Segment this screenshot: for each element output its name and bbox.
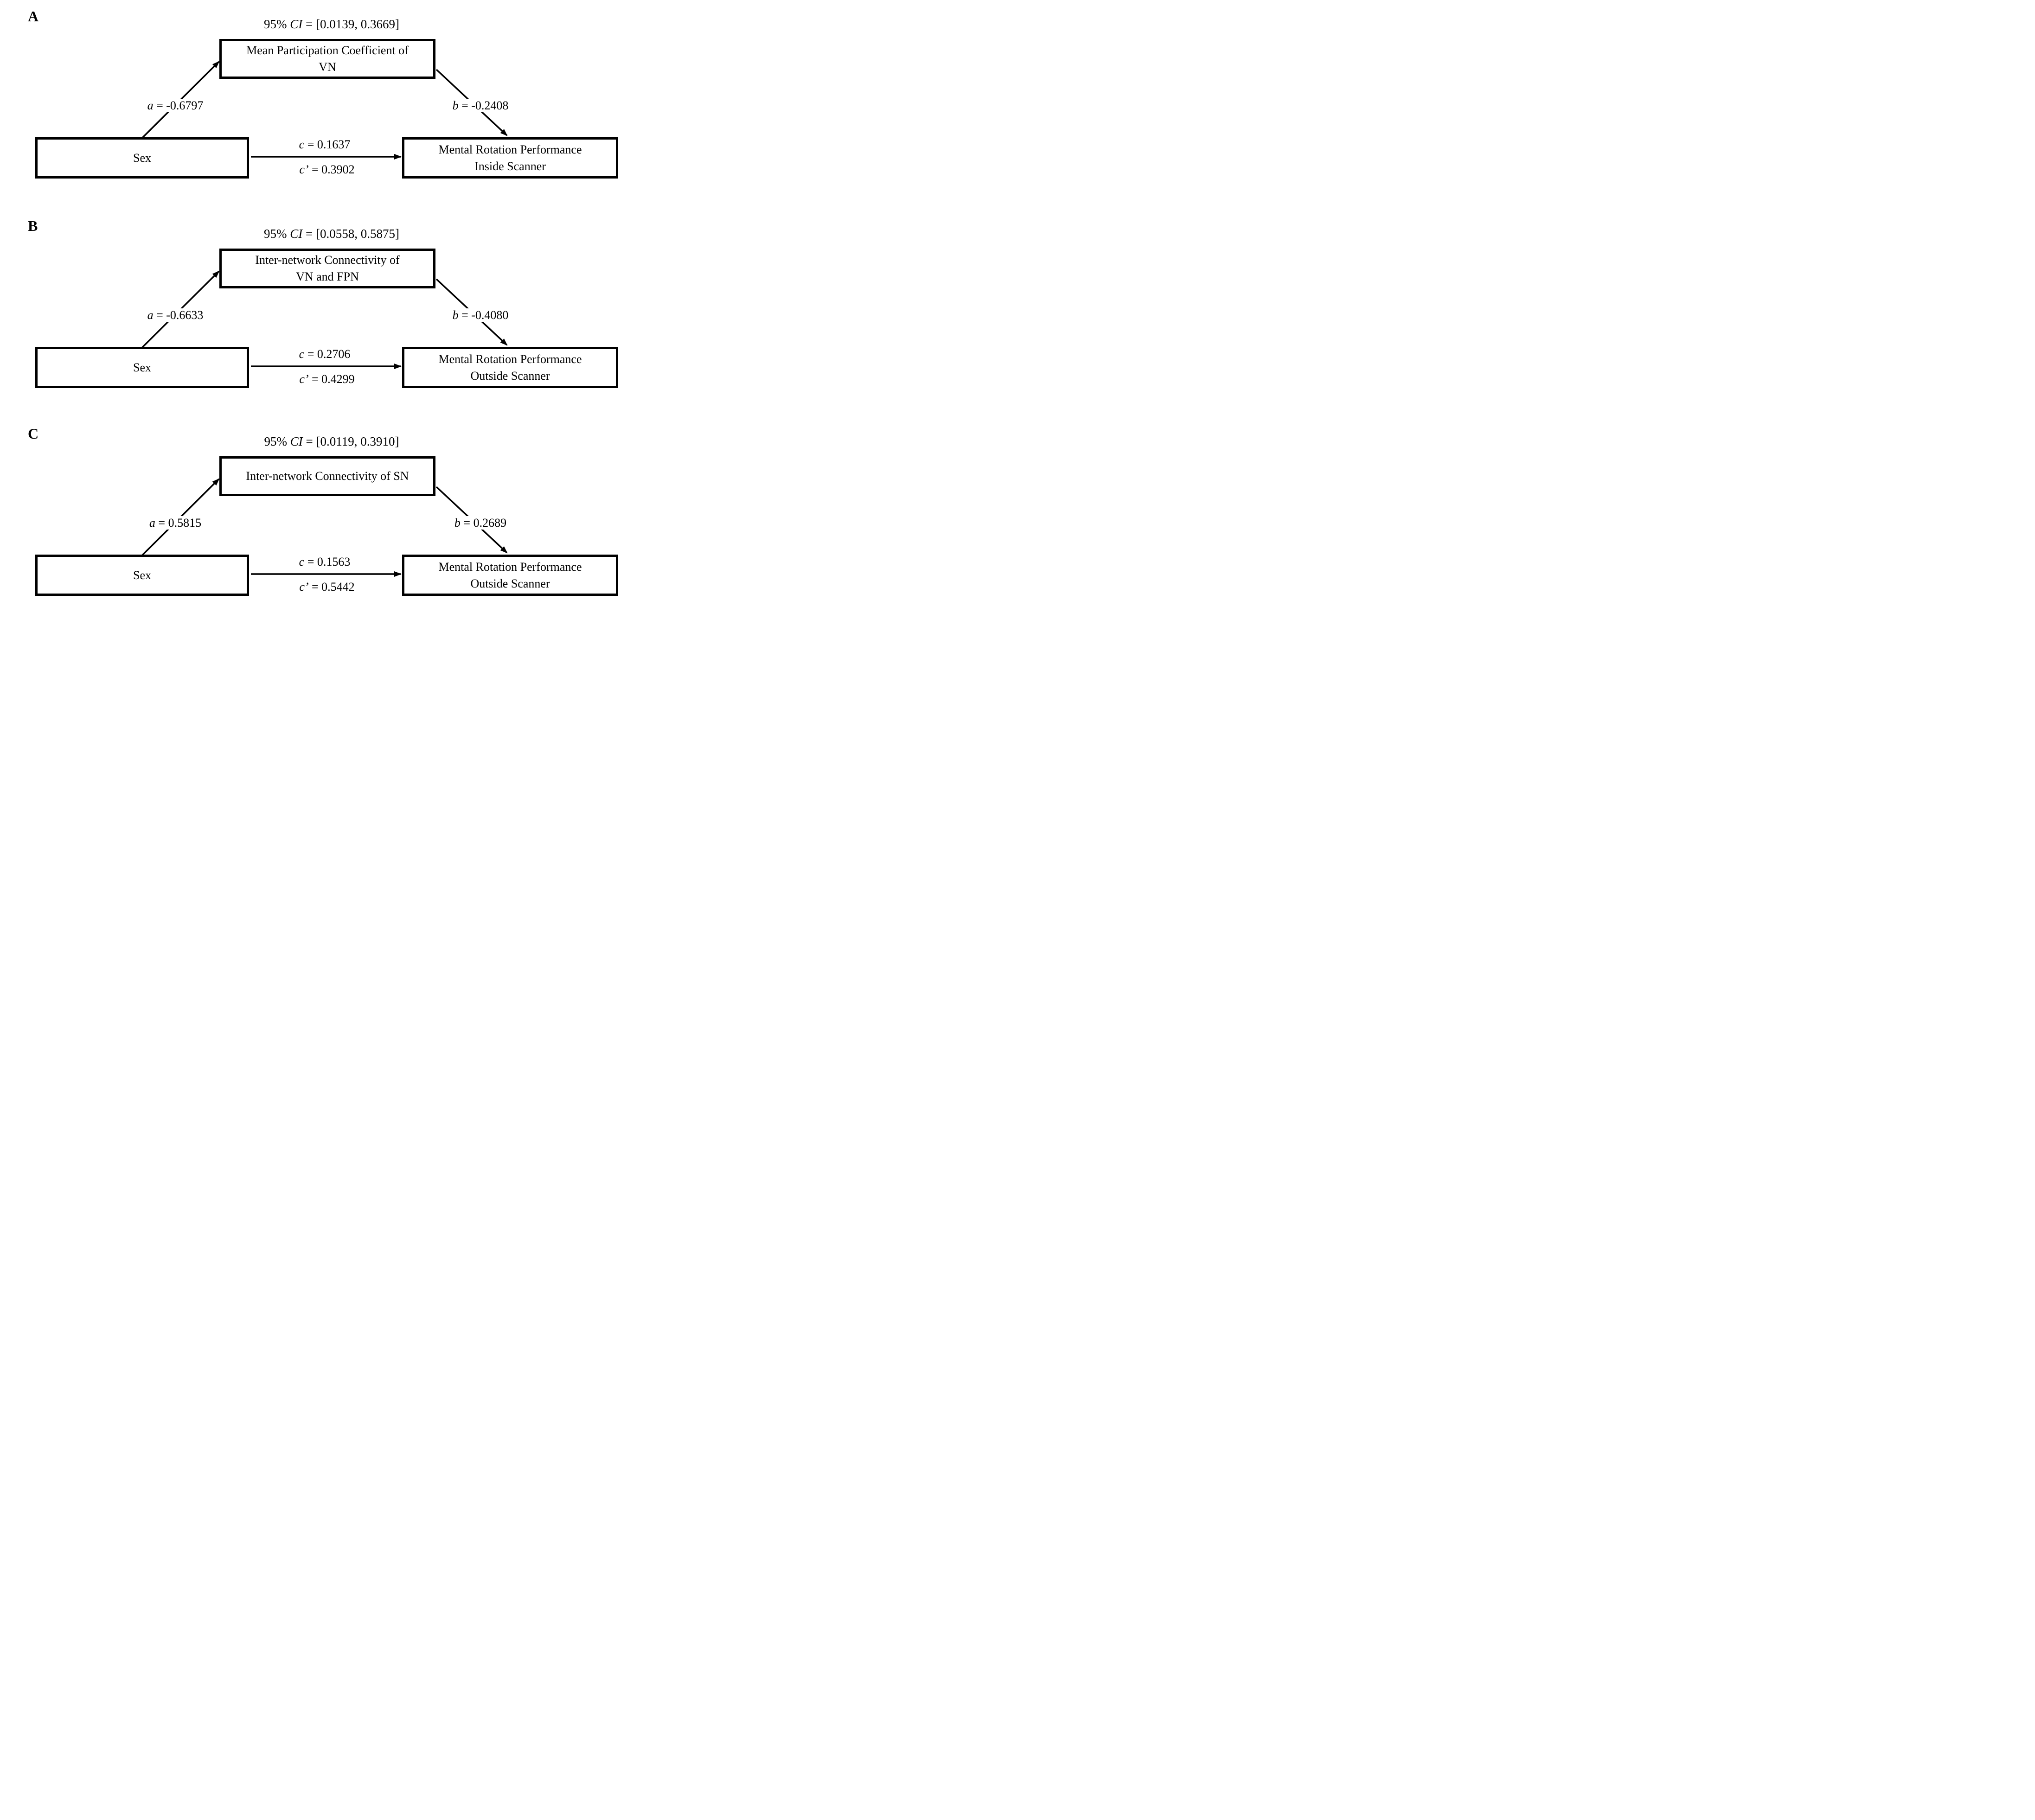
mediator-line-1: Inter-network Connectivity of — [255, 253, 400, 267]
ci-label: 95% CI = [0.0139, 0.3669] — [196, 17, 467, 32]
ci-var: CI — [290, 17, 303, 31]
panel-label: B — [28, 217, 38, 234]
ci-value: = [0.0119, 0.3910] — [306, 434, 399, 448]
mediation-panel-b: B 95% CI = [0.0558, 0.5875] Inter-networ… — [0, 210, 678, 412]
panel-label: A — [28, 8, 39, 25]
mediator-line-1: Inter-network Connectivity of SN — [246, 469, 409, 483]
ci-label: 95% CI = [0.0558, 0.5875] — [196, 226, 467, 241]
path-c-label: c = 0.1563 — [299, 555, 351, 568]
path-c-prime-label: c’ = 0.4299 — [299, 372, 355, 386]
outcome-line-1: Mental Rotation Performance — [438, 142, 582, 156]
outcome-line-2: Outside Scanner — [470, 369, 550, 383]
ci-prefix: 95% — [264, 434, 288, 448]
path-c-prime-label: c’ = 0.5442 — [299, 580, 355, 594]
path-b-label: b = 0.2689 — [418, 516, 543, 530]
mediator-line-2: VN — [319, 60, 336, 74]
ci-var: CI — [290, 434, 303, 448]
ci-label: 95% CI = [0.0119, 0.3910] — [196, 434, 467, 449]
path-a-label: a = 0.5815 — [113, 516, 238, 530]
mediator-box: Mean Participation Coefficient of VN — [219, 39, 435, 79]
path-c-prime-label: c’ = 0.3902 — [299, 163, 355, 176]
mediation-panel-a: A 95% CI = [0.0139, 0.3669] Mean Partici… — [0, 0, 678, 202]
predictor-box: Sex — [35, 347, 249, 388]
outcome-box: Mental Rotation Performance Outside Scan… — [402, 347, 618, 388]
predictor-box: Sex — [35, 137, 249, 179]
mediator-line-2: VN and FPN — [296, 270, 359, 283]
ci-prefix: 95% — [264, 17, 287, 31]
outcome-box: Mental Rotation Performance Outside Scan… — [402, 555, 618, 596]
path-a-label: a = -0.6633 — [113, 308, 238, 323]
outcome-box: Mental Rotation Performance Inside Scann… — [402, 137, 618, 179]
outcome-line-1: Mental Rotation Performance — [438, 560, 582, 574]
outcome-line-1: Mental Rotation Performance — [438, 352, 582, 366]
path-c-label: c = 0.1637 — [299, 138, 351, 151]
predictor-box: Sex — [35, 555, 249, 596]
path-a-label: a = -0.6797 — [113, 98, 238, 113]
predictor-label: Sex — [133, 151, 151, 165]
ci-value: = [0.0558, 0.5875] — [306, 227, 399, 241]
mediator-box: Inter-network Connectivity of VN and FPN — [219, 249, 435, 288]
path-b-label: b = -0.2408 — [418, 98, 543, 113]
predictor-label: Sex — [133, 568, 151, 582]
ci-value: = [0.0139, 0.3669] — [306, 17, 399, 31]
mediation-panel-c: C 95% CI = [0.0119, 0.3910] Inter-networ… — [0, 417, 678, 619]
path-b-label: b = -0.4080 — [418, 308, 543, 323]
predictor-label: Sex — [133, 360, 151, 374]
mediator-box: Inter-network Connectivity of SN — [219, 456, 435, 496]
ci-var: CI — [290, 227, 303, 241]
outcome-line-2: Outside Scanner — [470, 576, 550, 590]
panel-label: C — [28, 425, 39, 442]
ci-prefix: 95% — [264, 227, 287, 241]
mediator-line-1: Mean Participation Coefficient of — [246, 44, 409, 57]
path-c-label: c = 0.2706 — [299, 347, 351, 361]
outcome-line-2: Inside Scanner — [474, 159, 546, 173]
